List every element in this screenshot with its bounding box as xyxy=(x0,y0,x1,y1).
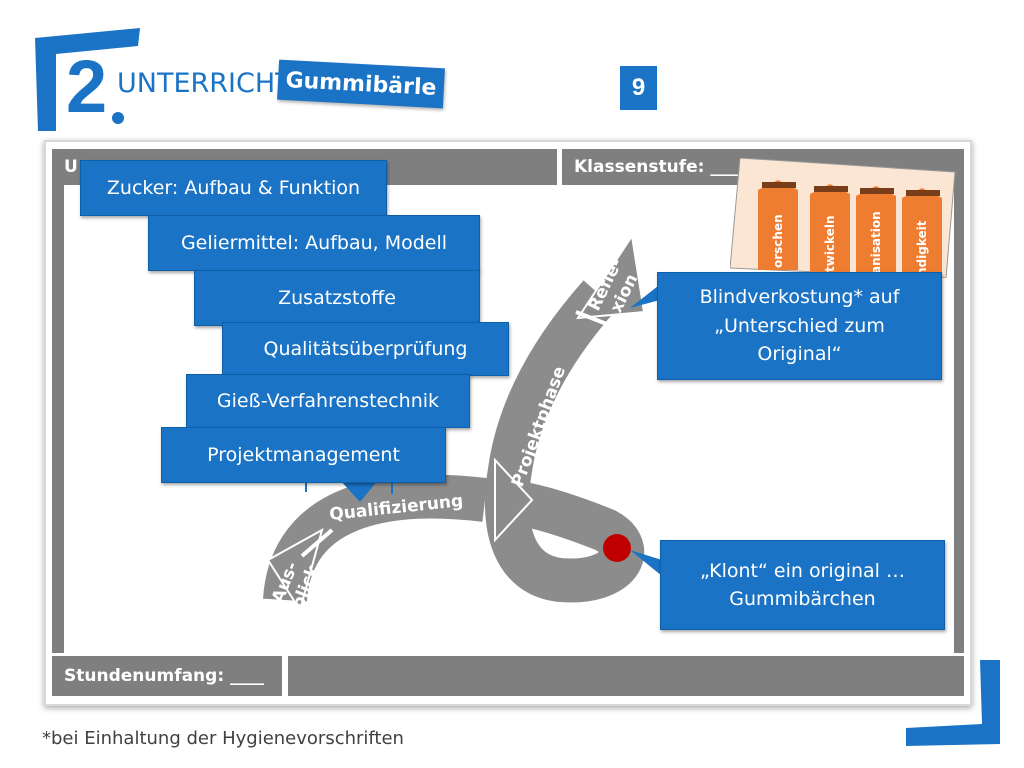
corner-bracket-top-left xyxy=(35,28,140,131)
clone-line-2: Gummibärchen xyxy=(729,588,876,610)
hygiene-footnote: *bei Einhaltung der Hygienevorschriften xyxy=(42,728,404,749)
blind-tasting-line-1: Blindverkostung* auf xyxy=(699,286,900,309)
topic-gelling-agent: Geliermittel: Aufbau, Modell xyxy=(148,215,480,271)
frame-right-rail xyxy=(954,185,964,653)
card-column-3: anisation xyxy=(869,211,883,274)
corner-bracket-bottom-right xyxy=(906,660,1000,746)
card-column-4: ndigkeit xyxy=(915,220,929,276)
card-column-2: twickeln xyxy=(823,215,837,272)
topic-stack-pointer xyxy=(340,480,378,502)
class-level-label: Klassenstufe: ____ xyxy=(574,157,745,177)
topic-casting-technique: Gieß-Verfahrenstechnik xyxy=(186,374,470,428)
card-column-1: orschen xyxy=(771,214,785,268)
blind-tasting-callout: Blindverkostung* auf „Unterschied zum Or… xyxy=(657,272,942,380)
phase-cards-thumbnail: orschen twickeln anisation ndigkeit xyxy=(730,158,956,278)
frame-left-rail xyxy=(52,185,64,653)
clone-marker xyxy=(603,534,631,562)
blind-tasting-line-2: „Unterschied zum xyxy=(714,314,885,337)
section-title: UNTERRICHT xyxy=(117,68,292,99)
clone-pointer xyxy=(630,550,662,576)
topic-quality-check-label: Qualitätsüberprüfung xyxy=(263,337,468,360)
frame-hours-bar: Stundenumfang: ____ xyxy=(52,656,282,696)
section-number-dot xyxy=(112,112,124,124)
topic-sugar: Zucker: Aufbau & Funktion xyxy=(80,160,387,216)
page-number-badge: 9 xyxy=(620,66,657,110)
clone-line-1: „Klont“ ein original … xyxy=(699,559,905,582)
blind-tasting-line-3: Original“ xyxy=(757,343,842,366)
frame-bottom-bar xyxy=(288,656,964,696)
frame-top-left-label: U xyxy=(64,157,78,177)
reflection-arrow-head xyxy=(576,233,646,320)
hours-label: Stundenumfang: ____ xyxy=(64,666,265,686)
topic-sugar-label: Zucker: Aufbau & Funktion xyxy=(106,176,361,199)
section-number: 2 xyxy=(66,45,108,128)
topic-casting-technique-label: Gieß-Verfahrenstechnik xyxy=(216,389,440,412)
topic-project-management: Projektmanagement xyxy=(161,427,446,483)
clone-callout: „Klont“ ein original … Gummibärchen xyxy=(660,540,945,630)
topic-additives: Zusatzstoffe xyxy=(194,270,480,326)
topic-additives-label: Zusatzstoffe xyxy=(278,286,396,309)
topic-gelling-agent-label: Geliermittel: Aufbau, Modell xyxy=(180,231,448,254)
blind-tasting-pointer xyxy=(630,286,660,308)
topic-quality-check: Qualitätsüberprüfung xyxy=(222,322,509,376)
qualification-arrow-head xyxy=(494,457,534,543)
topic-project-management-label: Projektmanagement xyxy=(207,443,400,466)
